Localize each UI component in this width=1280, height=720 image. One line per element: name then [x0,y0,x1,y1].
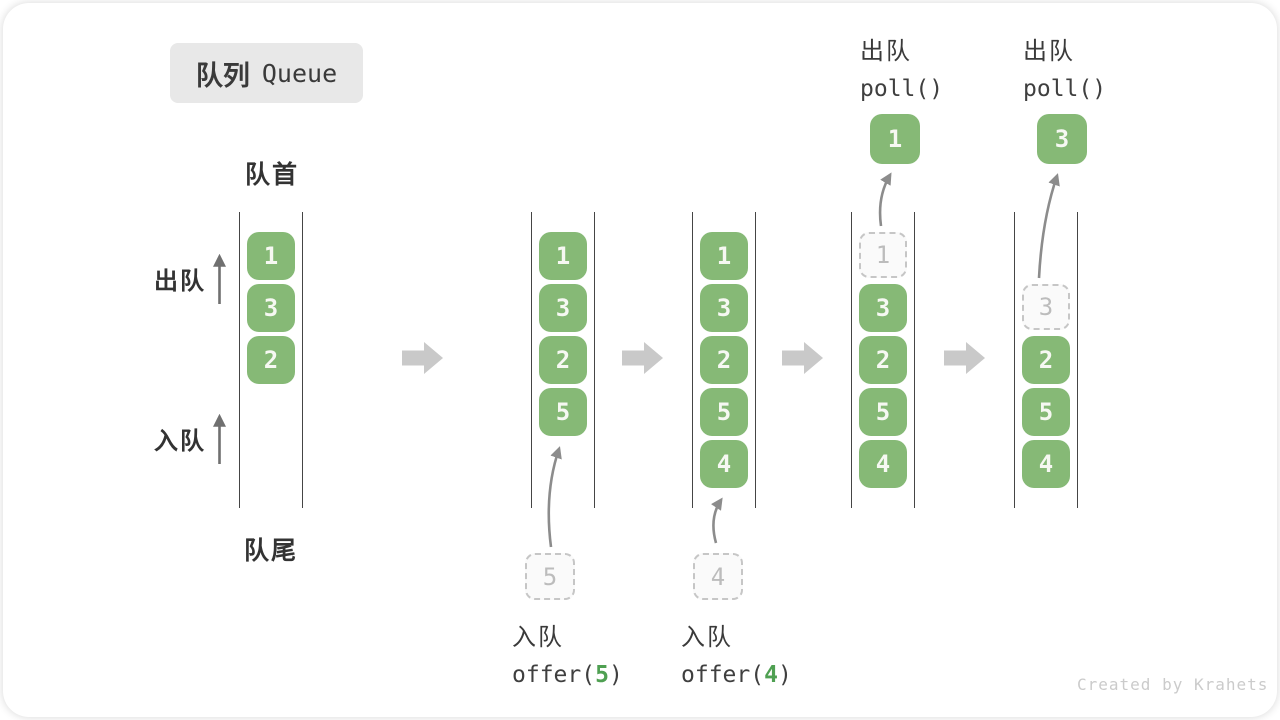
code-arg: 4 [764,662,778,688]
queue-cell: 2 [539,336,587,384]
op-zh: 出队 [860,38,912,65]
queue-diagram: 队列 Queue 队首 队尾 出队 入队 [3,3,1277,717]
op-zh: 入队 [681,624,733,651]
queue-cell: 5 [859,388,907,436]
op-code: poll() [1023,76,1107,102]
queue-cell: 4 [859,440,907,488]
code-close: ) [777,662,792,688]
op-code: poll() [860,76,944,102]
arrow-right-block-icon [944,342,985,374]
queue-state-2: 1 3 2 5 [531,212,595,508]
queue-cell: 3 [859,284,907,332]
arrow-right-block-icon [782,342,823,374]
op-label-enqueue-4: 入队 offer(4) [681,617,792,688]
op-label-poll-3: 出队 poll() [1023,31,1106,102]
popped-element: 3 [1037,114,1087,164]
code-open: offer( [681,662,765,688]
op-label-poll-1: 出队 poll() [860,31,943,102]
code-arg: 5 [595,662,609,688]
queue-cell: 2 [859,336,907,384]
queue-cell: 5 [700,388,748,436]
staged-element: 4 [693,553,743,600]
label-enqueue-side: 入队 [154,428,206,455]
queue-cell: 1 [247,232,295,280]
op-zh: 出队 [1023,38,1075,65]
label-queue-rear: 队尾 [244,537,299,565]
op-code: offer(5) [512,662,623,688]
title-en: Queue [261,58,338,88]
label-queue-front: 队首 [245,161,300,189]
code-close: ) [608,662,623,688]
diagram-title: 队列 Queue [170,43,363,103]
arrow-right-block-icon [402,342,443,374]
popped-element: 1 [870,114,920,164]
title-zh: 队列 [195,60,250,91]
queue-state-1: 1 3 2 [239,212,303,508]
op-label-enqueue-5: 入队 offer(5) [512,617,623,688]
removed-cell: 1 [859,232,907,278]
queue-cell: 3 [700,284,748,332]
queue-state-3: 1 3 2 5 4 [692,212,756,508]
queue-cell: 5 [539,388,587,436]
queue-cell: 1 [539,232,587,280]
code-open: offer( [512,662,596,688]
queue-cell: 3 [539,284,587,332]
op-code: offer(4) [681,662,792,688]
removed-cell: 3 [1022,284,1070,330]
arrow-right-block-icon [622,342,663,374]
queue-state-4: 1 3 2 5 4 [851,212,915,508]
staged-element: 5 [525,553,575,600]
queue-cell: 2 [1022,336,1070,384]
label-dequeue-side: 出队 [154,268,206,295]
queue-cell: 2 [700,336,748,384]
watermark: Created by Krahets [1077,675,1269,694]
arrows-layer [213,172,1060,548]
queue-state-5: 3 2 5 4 [1014,212,1078,508]
queue-cell: 1 [700,232,748,280]
queue-cell: 2 [247,336,295,384]
queue-cell: 4 [1022,440,1070,488]
queue-cell: 4 [700,440,748,488]
op-zh: 入队 [512,624,564,651]
queue-cell: 3 [247,284,295,332]
queue-cell: 5 [1022,388,1070,436]
